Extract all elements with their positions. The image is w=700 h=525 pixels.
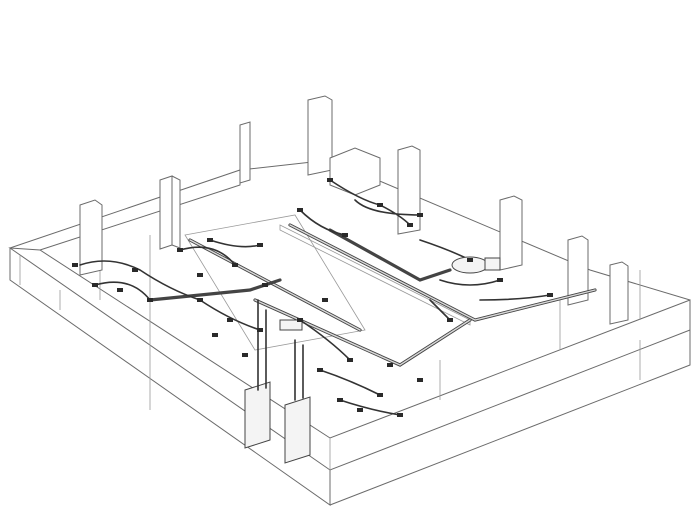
back-left-wall <box>9 169 241 251</box>
column <box>307 95 333 176</box>
air-terminal <box>357 408 363 412</box>
riser-unit <box>284 396 311 464</box>
shaft <box>329 147 381 196</box>
air-terminal <box>132 268 138 272</box>
air-terminal <box>207 238 213 242</box>
riser-unit <box>244 381 271 449</box>
air-terminal <box>387 363 393 367</box>
air-handler-box <box>279 319 303 331</box>
building-structure <box>8 95 691 506</box>
air-terminal <box>547 293 553 297</box>
air-terminal <box>212 333 218 337</box>
column <box>499 195 523 271</box>
column <box>239 121 251 184</box>
column <box>79 199 103 276</box>
air-terminal <box>417 213 423 217</box>
air-terminal <box>447 318 453 322</box>
vav-box <box>484 257 501 271</box>
air-terminals <box>72 178 553 417</box>
main-duct-highlight <box>289 224 596 321</box>
flex-duct <box>79 179 551 416</box>
air-terminal <box>497 278 503 282</box>
air-terminal <box>297 208 303 212</box>
column <box>609 261 629 325</box>
air-terminal <box>197 298 203 302</box>
air-terminal <box>232 263 238 267</box>
air-terminal <box>242 353 248 357</box>
ductwork <box>79 179 597 464</box>
air-terminal <box>317 368 323 372</box>
beam-frame <box>184 214 366 351</box>
air-terminal <box>347 358 353 362</box>
air-terminal <box>467 258 473 262</box>
air-terminal <box>297 318 303 322</box>
outer-wall-left-face <box>9 248 331 506</box>
air-terminal <box>337 398 343 402</box>
foundation-lines <box>19 255 641 380</box>
air-terminal <box>377 393 383 397</box>
air-terminal <box>397 413 403 417</box>
air-terminal <box>197 273 203 277</box>
air-terminal <box>147 298 153 302</box>
air-terminal <box>327 178 333 182</box>
air-terminal <box>262 283 268 287</box>
outer-wall-right-face <box>329 330 691 506</box>
air-terminal <box>322 298 328 302</box>
beam <box>279 224 471 326</box>
air-terminal <box>407 223 413 227</box>
secondary-duct <box>148 228 452 302</box>
air-terminal <box>257 243 263 247</box>
air-terminal <box>92 283 98 287</box>
column <box>567 235 589 306</box>
column <box>159 175 181 250</box>
air-terminal <box>227 318 233 322</box>
branch-duct-highlight <box>189 239 471 366</box>
air-terminal <box>72 263 78 267</box>
air-terminal <box>117 288 123 292</box>
air-terminal <box>177 248 183 252</box>
air-terminal <box>342 233 348 237</box>
air-terminal <box>417 378 423 382</box>
air-terminal <box>257 328 263 332</box>
riser-duct <box>257 299 304 401</box>
air-terminal <box>377 203 383 207</box>
column <box>397 145 421 235</box>
